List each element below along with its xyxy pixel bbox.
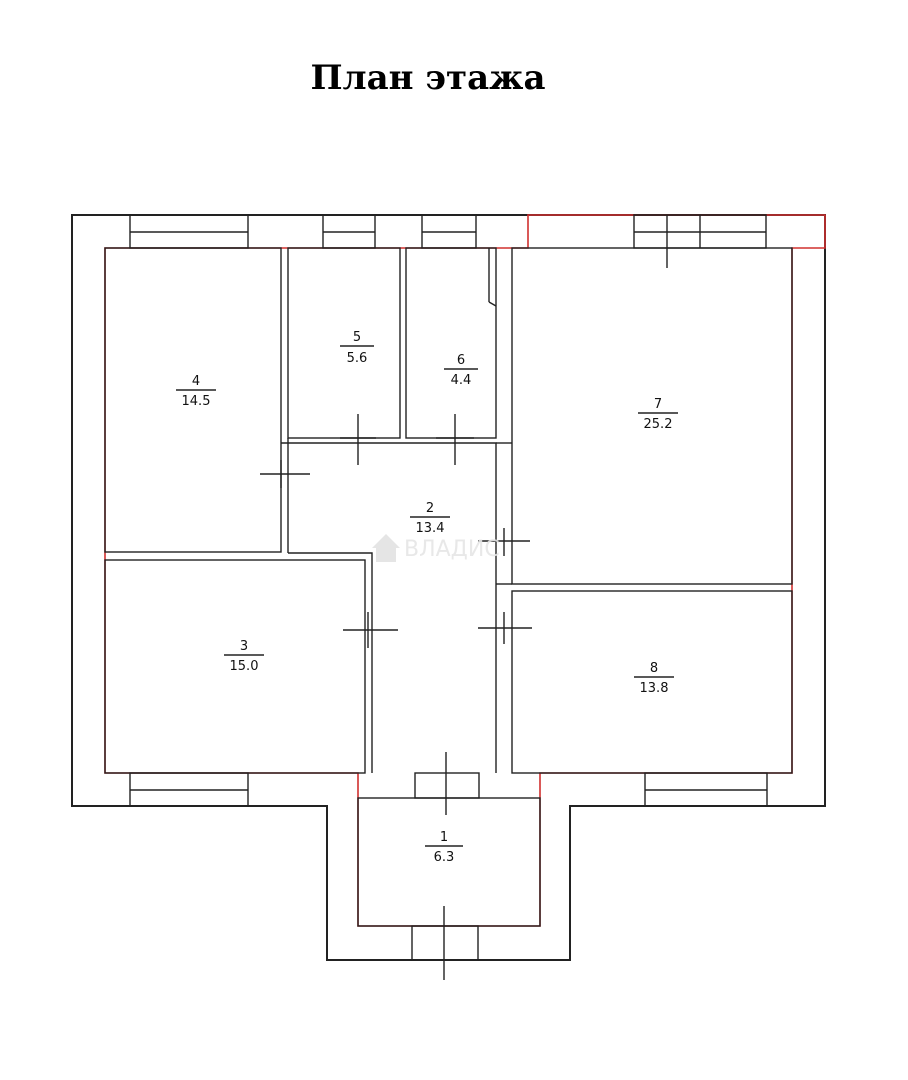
room-7-number: 7 xyxy=(654,397,662,412)
room-1-area: 6.3 xyxy=(434,850,455,865)
windows xyxy=(129,214,768,961)
room-labels: 1 6.3 2 13.4 3 15.0 4 14.5 5 5.6 6 4.4 7… xyxy=(176,330,678,865)
room-5-number: 5 xyxy=(353,330,361,345)
room-3-number: 3 xyxy=(240,639,248,654)
page-title: План этажа xyxy=(310,58,546,98)
watermark: ВЛАДИС xyxy=(372,534,500,562)
outer-wall xyxy=(71,214,826,961)
room-4-area: 14.5 xyxy=(182,394,211,409)
interior-walls xyxy=(104,247,793,927)
room-5-area: 5.6 xyxy=(347,351,368,366)
door-markers xyxy=(260,215,668,980)
room-6-number: 6 xyxy=(457,353,465,368)
room-3-area: 15.0 xyxy=(230,659,259,674)
watermark-text: ВЛАДИС xyxy=(404,537,500,562)
area-outlines xyxy=(104,214,826,927)
room-8-number: 8 xyxy=(650,661,658,676)
room-2-number: 2 xyxy=(426,501,434,516)
room-7-area: 25.2 xyxy=(644,417,673,432)
room-2-area: 13.4 xyxy=(416,521,445,536)
room-4-number: 4 xyxy=(192,374,200,389)
room-6-area: 4.4 xyxy=(451,373,472,388)
room-8-area: 13.8 xyxy=(640,681,669,696)
room-1-number: 1 xyxy=(440,830,448,845)
